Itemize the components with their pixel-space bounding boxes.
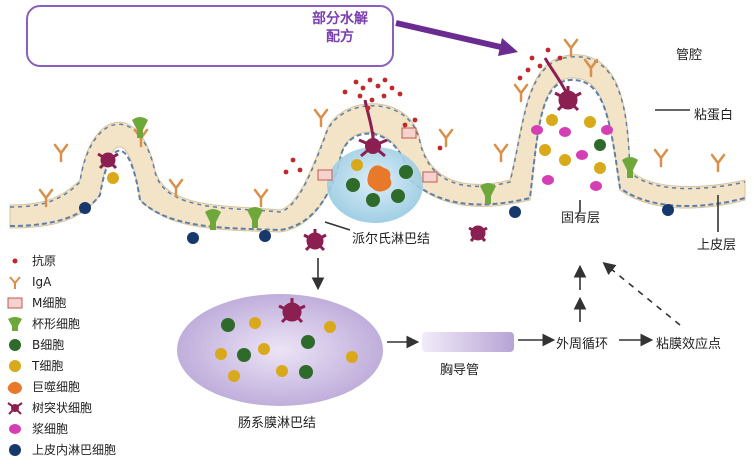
feed-arrow: [395, 20, 506, 51]
legend-item: M细胞: [6, 292, 176, 313]
m-cell: [317, 169, 333, 181]
formula-title-line1: 部分水解: [312, 11, 368, 27]
dendritic-cell-icon: [7, 401, 23, 415]
b-cell: [399, 165, 413, 179]
legend-item: 树突状细胞: [6, 397, 176, 418]
b-cell: [391, 189, 405, 203]
mln-t-cells: [215, 317, 358, 382]
legend-item: B细胞: [6, 334, 176, 355]
plasma-cells: [531, 125, 613, 191]
legend-item: 抗原: [6, 250, 176, 271]
formula-title: 部分水解 配方: [300, 10, 380, 46]
goblet-cells: [132, 117, 638, 230]
intraepithelial-lymphocyte: [187, 232, 199, 244]
legend-label: B细胞: [32, 338, 65, 352]
legend-item: 浆细胞: [6, 418, 176, 439]
b-cell: [594, 139, 606, 151]
pointer-peyers: [324, 221, 351, 231]
basement-membrane: [9, 78, 746, 232]
legend-label: 抗原: [32, 254, 57, 268]
legend-item: 上皮内淋巴细胞: [6, 439, 176, 460]
dendritic-cell: [468, 225, 488, 242]
iel-icon: [9, 443, 21, 456]
legend-item: 杯形细胞: [6, 313, 176, 334]
legend-label: 浆细胞: [32, 422, 69, 436]
dendritic-cell: [358, 132, 388, 158]
label-effector-site: 粘膜效应点: [656, 337, 722, 352]
antigen-cluster: [283, 47, 563, 175]
legend: 抗原 IgA M细胞 杯形细胞 B细胞 T细胞 巨噬细胞 树突状细胞 浆细胞 上…: [6, 250, 176, 460]
intraepithelial-lymphocyte: [662, 204, 674, 216]
legend-label: 树突状细胞: [32, 401, 93, 415]
dendritic-cell: [303, 229, 327, 252]
t-cells: [539, 114, 606, 174]
legend-item: 巨噬细胞: [6, 376, 176, 397]
mesenteric-lymph-node: [177, 294, 383, 406]
intraepithelial-lymphocyte: [79, 202, 91, 214]
apical-dashed-line: [9, 56, 746, 213]
m-cell: [422, 171, 438, 183]
b-cell: [366, 193, 380, 207]
mln-b-cells: [221, 318, 315, 379]
intraepithelial-lymphocyte: [509, 206, 521, 218]
macrophage: [367, 165, 392, 192]
legend-item: T细胞: [6, 355, 176, 376]
antigen-icon: [12, 258, 18, 263]
t-cell: [351, 159, 363, 171]
legend-label: 上皮内淋巴细胞: [32, 443, 117, 457]
t-cell: [107, 172, 119, 184]
iga-icon: [9, 275, 21, 289]
label-thoracic-duct: 胸导管: [440, 363, 480, 378]
label-epithelium: 上皮层: [697, 238, 737, 253]
arrow-effector-diag: [602, 261, 681, 326]
formula-box: [26, 5, 394, 67]
legend-label: T细胞: [32, 359, 64, 373]
b-cell-icon: [9, 338, 21, 351]
legend-label: 杯形细胞: [32, 317, 81, 331]
thoracic-duct: [422, 332, 514, 352]
macrophage-icon: [7, 381, 22, 394]
label-mesenteric-ln: 肠系膜淋巴结: [238, 416, 317, 431]
legend-label: IgA: [32, 274, 52, 289]
feed-arrow-head: [498, 38, 518, 56]
t-cell-icon: [9, 359, 21, 372]
legend-label: M细胞: [32, 296, 67, 310]
epithelium-layer: [9, 54, 746, 233]
dendrite-stalk: [543, 57, 568, 93]
goblet-cell-icon: [8, 316, 22, 331]
b-cell: [346, 178, 360, 192]
formula-title-line2: 配方: [326, 29, 354, 45]
label-mucus: 粘蛋白: [694, 108, 734, 123]
legend-item: IgA: [6, 271, 176, 292]
legend-label: 巨噬细胞: [32, 380, 81, 394]
label-peyers-patch: 派尔氏淋巴结: [352, 232, 431, 247]
dendrite-stalk: [363, 99, 375, 139]
mln-dendritic-cell: [278, 298, 306, 324]
dendritic-cell: [97, 152, 119, 170]
label-lumen: 管腔: [676, 48, 703, 63]
label-lamina-propria: 固有层: [561, 211, 601, 226]
dendritic-cell: [554, 86, 582, 112]
intraepithelial-lymphocyte: [259, 230, 271, 242]
plasma-cell-icon: [9, 423, 21, 434]
m-cell: [401, 127, 417, 139]
label-circulation: 外周循环: [556, 337, 609, 352]
m-cell-icon: [7, 297, 23, 308]
